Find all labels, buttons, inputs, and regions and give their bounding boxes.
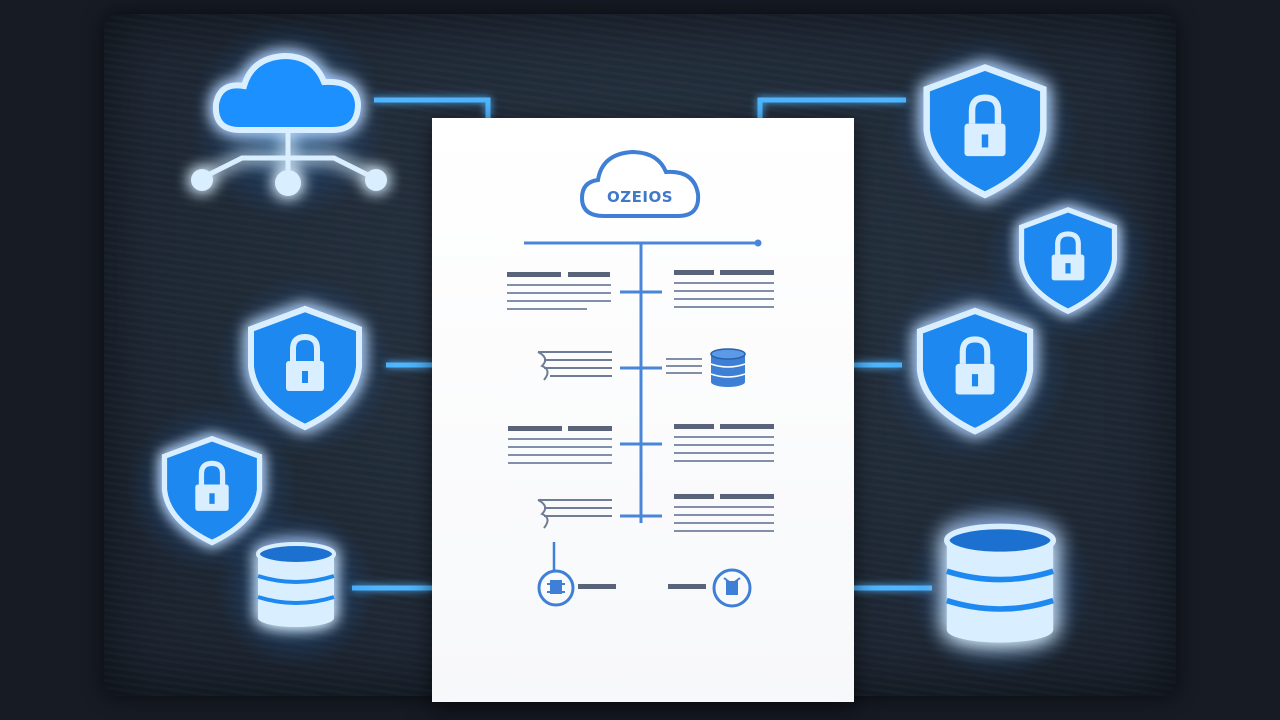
- gear-icon: [712, 568, 752, 608]
- cloud-network-icon: [191, 52, 387, 196]
- text-block-right-2: [666, 358, 702, 374]
- database-icon: [710, 348, 746, 387]
- cloud-logo-icon: [579, 149, 701, 218]
- text-block-left-3: [508, 426, 612, 464]
- shield-lock-icon: [916, 307, 1034, 435]
- connector-right-top: [757, 97, 906, 118]
- database-icon: [256, 542, 336, 627]
- shield-lock-icon: [248, 305, 362, 431]
- document-spine: [524, 239, 762, 523]
- gear-icon: [537, 569, 575, 607]
- shield-lock-icon: [161, 435, 263, 546]
- text-block-left-4: [537, 499, 612, 529]
- connector-cloud: [374, 97, 491, 118]
- architecture-document: OZEIOS: [432, 118, 854, 702]
- text-block-right-3: [674, 424, 774, 462]
- bottom-connectors: [552, 542, 706, 589]
- shield-lock-icon: [1018, 207, 1118, 315]
- shield-lock-icon: [923, 64, 1047, 199]
- text-block-left-2: [537, 351, 612, 381]
- document-diagram: OZEIOS: [507, 149, 774, 608]
- database-icon: [944, 523, 1056, 643]
- text-block-right-4: [674, 494, 774, 532]
- text-block-right-1: [674, 270, 774, 308]
- text-block-left-1: [507, 272, 611, 310]
- brand-label: OZEIOS: [607, 188, 673, 206]
